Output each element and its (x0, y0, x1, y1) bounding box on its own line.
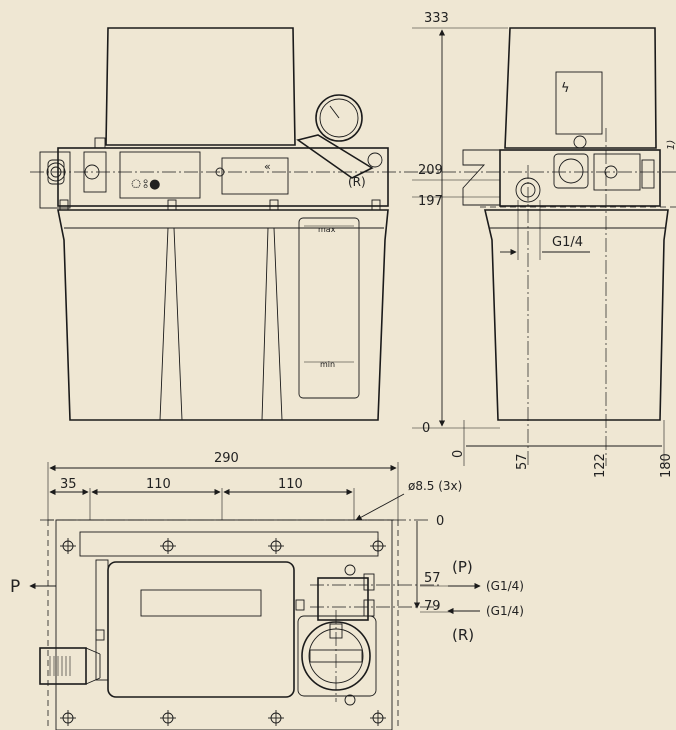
pump-symbol-icon: ঃ● (130, 177, 160, 192)
dim-209: 209 (418, 163, 443, 178)
side-motor-housing (504, 27, 657, 149)
side-gauge-icon (558, 158, 584, 184)
dim-base-57: 57 (515, 453, 530, 470)
top-label-plate (140, 589, 262, 617)
dim-79: 79 (424, 599, 441, 614)
top-view: 290 35 110 110 ø8.5 (3x) 0 (10, 451, 524, 730)
dim-35: 35 (60, 477, 77, 492)
port-r-label: (R) (452, 626, 474, 644)
level-window (298, 217, 360, 399)
dim-197: 197 (418, 194, 443, 209)
top-motor-body (107, 561, 295, 698)
motor-housing (105, 27, 296, 146)
valve-label-box (221, 157, 289, 195)
outlet-p-label: P (10, 577, 20, 597)
dim-base-122: 122 (593, 453, 608, 478)
pressure-gauge-icon (315, 94, 363, 142)
valve-block (317, 577, 369, 621)
electric-connector (39, 647, 87, 685)
dim-110-right: 110 (278, 477, 303, 492)
side-view: ϟ 333 209 197 0 G1/4 1) (412, 11, 676, 478)
electric-hazard-icon: ϟ (561, 81, 570, 96)
side-reservoir (483, 209, 669, 421)
thread-g14-label: G1/4 (552, 235, 583, 250)
dim-zero-side: 0 (422, 421, 430, 436)
footnote-mark: 1) (666, 140, 676, 150)
pump-plate (57, 147, 389, 207)
dim-57: 57 (424, 571, 441, 586)
dim-base-180: 180 (659, 453, 674, 478)
reservoir (57, 209, 389, 421)
port-p-thread: (G1/4) (486, 579, 524, 593)
port-r-thread: (G1/4) (486, 604, 524, 618)
warning-label-box (555, 71, 603, 135)
valve-symbol-icon: « (264, 160, 271, 173)
dim-333: 333 (424, 11, 449, 26)
dim-base-0: 0 (451, 450, 466, 458)
port-p-label: (P) (452, 558, 473, 576)
pump-label-box (119, 151, 201, 199)
hole-note: ø8.5 (3x) (408, 479, 462, 493)
level-min-label: min (320, 360, 335, 369)
dim-110-left: 110 (146, 477, 171, 492)
dim-zero-top: 0 (436, 514, 444, 529)
front-view: ঃ● « (R) max min (30, 27, 420, 421)
side-pump-plate (499, 149, 661, 207)
level-max-label: max (318, 225, 336, 234)
dim-290: 290 (214, 451, 239, 466)
gauge-port-label: (R) (348, 175, 366, 189)
